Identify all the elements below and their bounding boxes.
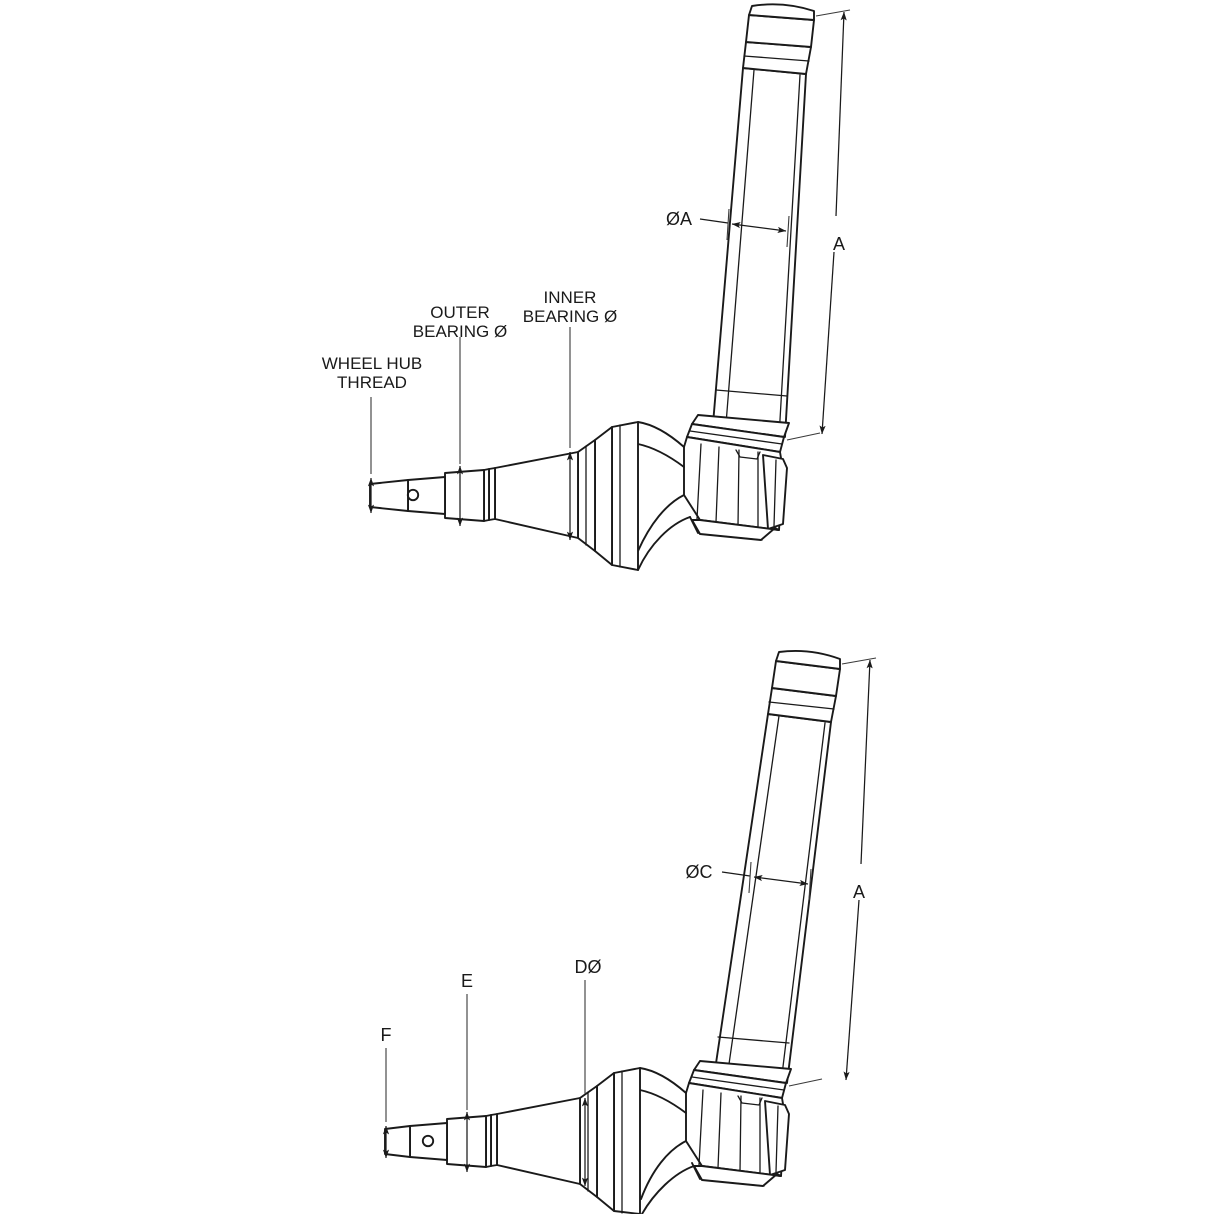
lower-knuckle-flange: [613, 1067, 641, 1214]
lower-spindle-taper: [496, 1097, 581, 1185]
upper-knuckle-body: [683, 436, 788, 541]
lower-outer-bearing-seat: [446, 1113, 498, 1168]
lower-spindle-view: F E DØ ØC A: [381, 649, 877, 1214]
label-lower-king-pin-diameter: ØC: [686, 862, 713, 882]
upper-outer-bearing-seat: [444, 467, 496, 522]
upper-knuckle-flange: [611, 421, 639, 571]
label-wheel-hub-thread-line2: THREAD: [337, 373, 407, 392]
label-inner-bearing-line1: INNER: [544, 288, 597, 307]
lower-king-pin-boss: [688, 1060, 792, 1099]
lower-knuckle-neck: [639, 1067, 695, 1214]
upper-callout-king-pin-diameter: [699, 208, 790, 248]
lower-knuckle-body: [685, 1082, 790, 1187]
label-upper-king-pin-diameter: ØA: [666, 209, 692, 229]
lower-callout-king-pin-diameter: [721, 861, 812, 901]
label-outer-bearing-line1: OUTER: [430, 303, 490, 322]
label-lower-inner-bearing: DØ: [575, 957, 602, 977]
upper-knuckle-neck: [637, 421, 691, 571]
upper-king-pin-boss: [686, 414, 790, 453]
label-inner-bearing-line2: BEARING Ø: [523, 307, 617, 326]
upper-wheel-hub-thread: [369, 476, 446, 515]
upper-spindle-view: WHEEL HUB THREAD OUTER BEARING Ø INNER B…: [322, 3, 851, 571]
label-outer-bearing-line2: BEARING Ø: [413, 322, 507, 341]
label-lower-thread-diameter: F: [381, 1025, 392, 1045]
upper-inner-bearing-seat: [577, 426, 613, 566]
upper-spindle-taper: [494, 451, 579, 539]
label-lower-king-pin-length: A: [853, 882, 865, 902]
label-upper-king-pin-length: A: [833, 234, 845, 254]
lower-wheel-hub-thread: [384, 1122, 448, 1161]
lower-king-pin-shaft: [714, 649, 841, 1084]
upper-king-pin-shaft: [712, 3, 815, 438]
label-wheel-hub-thread-line1: WHEEL HUB: [322, 354, 422, 373]
upper-callout-king-pin-length: [786, 9, 851, 441]
label-lower-outer-bearing: E: [461, 971, 473, 991]
lower-callout-king-pin-length: [788, 657, 877, 1087]
